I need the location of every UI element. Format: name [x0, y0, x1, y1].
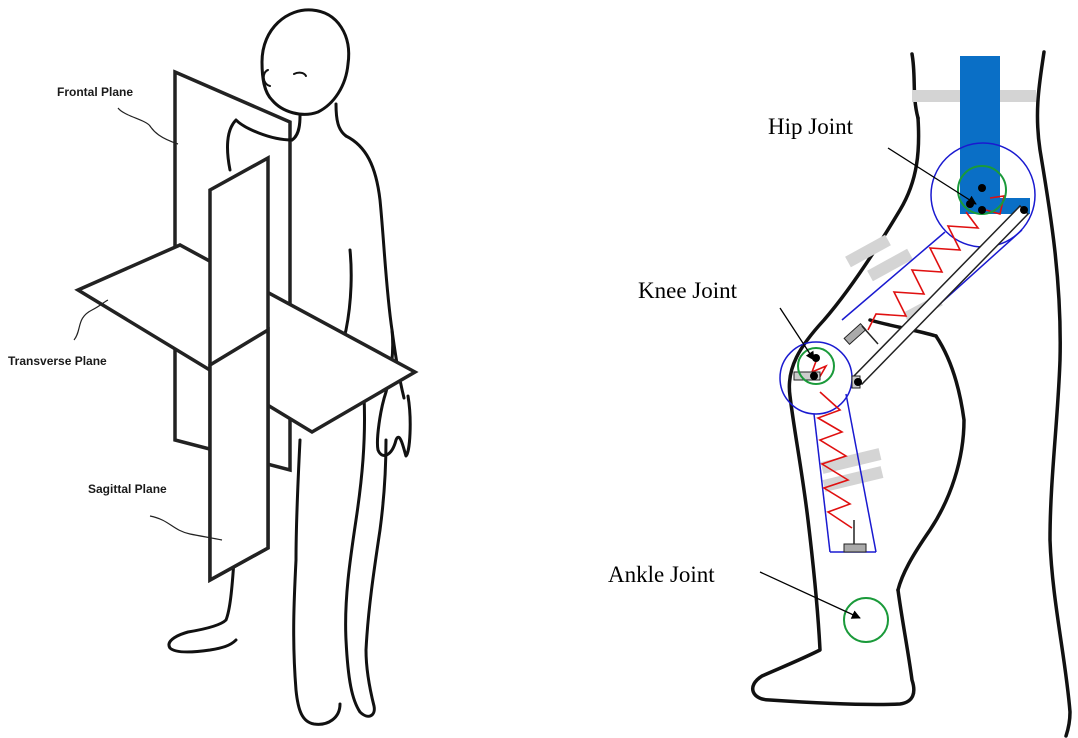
frontal-leader-line [118, 108, 178, 144]
ankle-joint-label: Ankle Joint [608, 562, 715, 587]
frontal-plane-label: Frontal Plane [57, 85, 133, 99]
anatomical-planes-figure: Frontal Plane Transverse Plane Sagittal … [8, 10, 415, 724]
ankle-joint-circle [844, 598, 888, 642]
knee-joint-label: Knee Joint [638, 278, 738, 303]
attachment-straps [822, 96, 1036, 486]
leg-outline [753, 52, 1070, 736]
sagittal-plane-label: Sagittal Plane [88, 482, 167, 496]
hip-joint-label: Hip Joint [768, 114, 854, 139]
knee-joint-arrow [780, 308, 814, 360]
transverse-plane-label: Transverse Plane [8, 354, 107, 368]
ankle-joint-arrow [760, 572, 860, 618]
hip-frame [960, 56, 1030, 214]
exoskeleton-leg-figure: Hip Joint Knee Joint Ankle Joint [608, 52, 1070, 736]
